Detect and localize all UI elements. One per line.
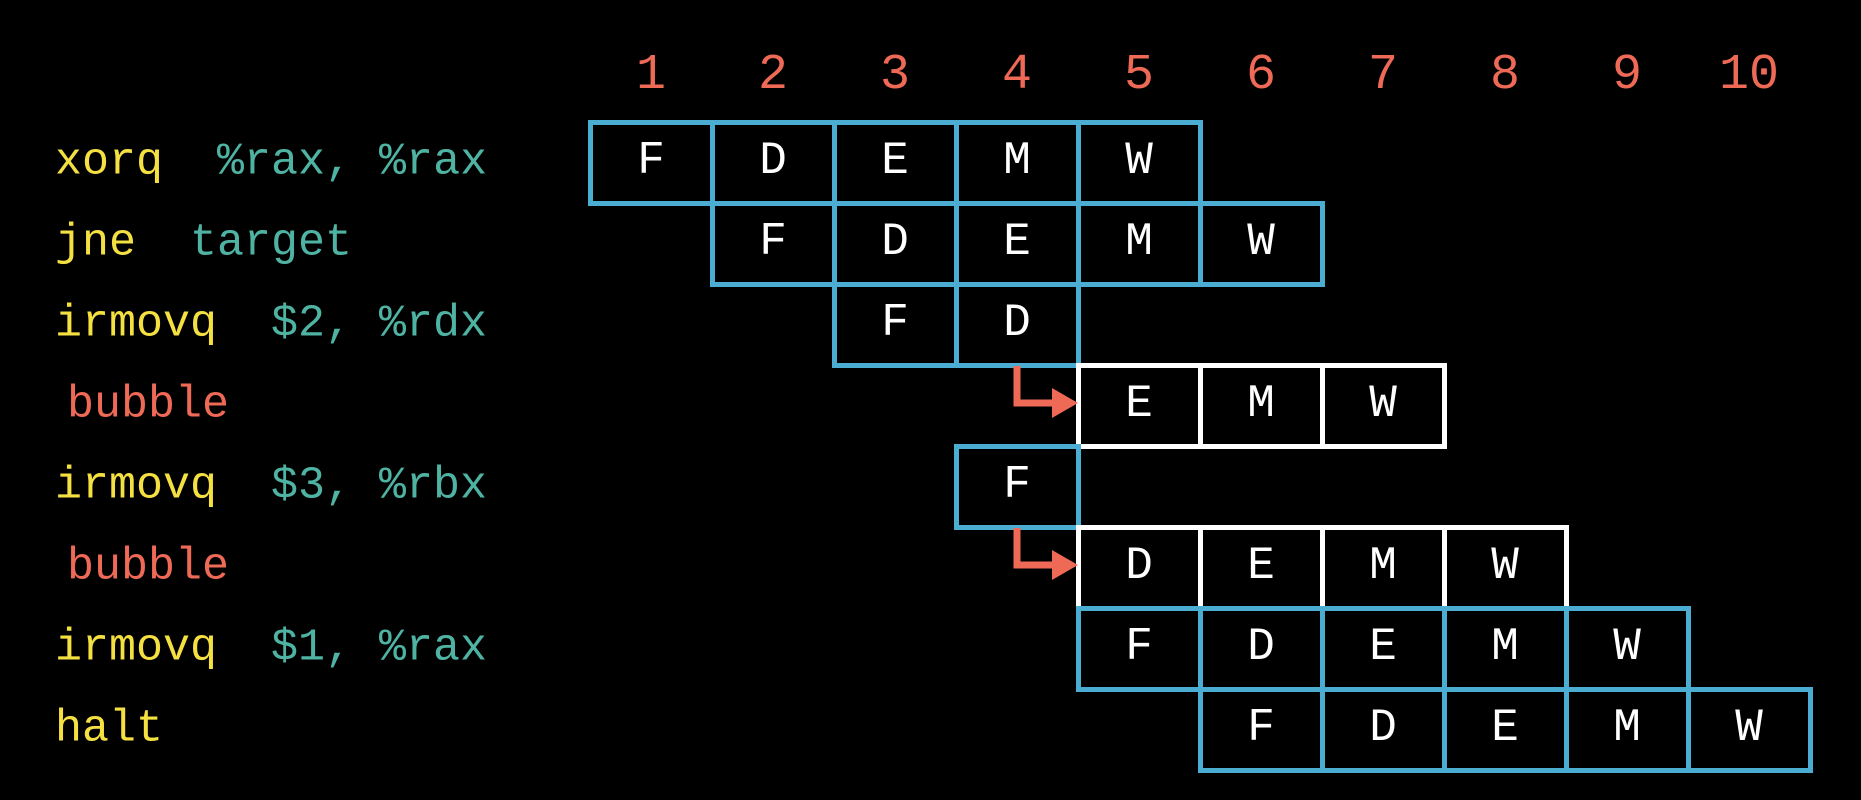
stall-arrow-head-icon bbox=[1052, 550, 1078, 580]
pipeline-stage-cell-M: M bbox=[953, 119, 1081, 206]
pipeline-stage-cell-W: W bbox=[1563, 605, 1691, 692]
operands-text: $3, %rbx bbox=[271, 460, 488, 512]
cycle-number: 10 bbox=[1718, 47, 1780, 104]
instruction-label: irmovq$3, %rbx bbox=[55, 463, 487, 508]
pipeline-stage-cell-D: D bbox=[831, 200, 959, 287]
stage-letter: W bbox=[1491, 539, 1519, 592]
stage-letter: F bbox=[759, 215, 787, 268]
stage-letter: M bbox=[1125, 215, 1153, 268]
pipeline-stage-cell-E: E bbox=[1319, 605, 1447, 692]
pipeline-stage-cell-F: F bbox=[1197, 686, 1325, 773]
stage-letter: W bbox=[1125, 134, 1153, 187]
mnemonic-text: irmovq bbox=[55, 298, 218, 350]
stage-letter: M bbox=[1369, 539, 1397, 592]
bubble-label: bubble bbox=[67, 544, 229, 589]
mnemonic-text: bubble bbox=[67, 541, 230, 593]
stage-letter: W bbox=[1369, 377, 1397, 430]
stage-letter: E bbox=[1125, 377, 1153, 430]
stage-letter: D bbox=[1003, 296, 1031, 349]
pipeline-stage-cell-M: M bbox=[1441, 605, 1569, 692]
pipeline-stage-cell-E: E bbox=[953, 200, 1081, 287]
mnemonic-text: irmovq bbox=[55, 460, 218, 512]
stall-arrow-line bbox=[1013, 366, 1054, 407]
cycle-number: 7 bbox=[1367, 47, 1399, 104]
instruction-label: irmovq$1, %rax bbox=[55, 625, 487, 670]
stage-letter: F bbox=[1003, 458, 1031, 511]
instruction-label: halt bbox=[55, 706, 163, 751]
mnemonic-text: halt bbox=[55, 703, 164, 755]
pipeline-stage-cell-D: D bbox=[1075, 524, 1203, 611]
pipeline-stage-cell-F: F bbox=[953, 443, 1081, 530]
pipeline-stage-cell-W: W bbox=[1441, 524, 1569, 611]
pipeline-stage-cell-E: E bbox=[831, 119, 959, 206]
cycle-number: 2 bbox=[757, 47, 789, 104]
pipeline-stage-cell-D: D bbox=[1197, 605, 1325, 692]
operands-text: $2, %rdx bbox=[271, 298, 488, 350]
operands-text: target bbox=[190, 217, 353, 269]
pipeline-stage-cell-M: M bbox=[1319, 524, 1447, 611]
stall-arrow-line bbox=[1013, 528, 1054, 569]
pipeline-stage-cell-W: W bbox=[1075, 119, 1203, 206]
stage-letter: F bbox=[1247, 701, 1275, 754]
mnemonic-text: irmovq bbox=[55, 622, 218, 674]
stage-letter: E bbox=[1491, 701, 1519, 754]
pipeline-stage-cell-D: D bbox=[709, 119, 837, 206]
stage-letter: W bbox=[1613, 620, 1641, 673]
stage-letter: D bbox=[1125, 539, 1153, 592]
pipeline-stage-cell-E: E bbox=[1197, 524, 1325, 611]
pipeline-stage-cell-F: F bbox=[831, 281, 959, 368]
pipeline-stage-cell-F: F bbox=[1075, 605, 1203, 692]
stage-letter: E bbox=[1003, 215, 1031, 268]
pipeline-stage-cell-W: W bbox=[1319, 362, 1447, 449]
mnemonic-text: jne bbox=[55, 217, 137, 269]
stage-letter: M bbox=[1247, 377, 1275, 430]
stage-letter: E bbox=[881, 134, 909, 187]
cycle-number: 9 bbox=[1611, 47, 1643, 104]
pipeline-stage-cell-W: W bbox=[1197, 200, 1325, 287]
stage-letter: F bbox=[1125, 620, 1153, 673]
stage-letter: D bbox=[1247, 620, 1275, 673]
pipeline-stage-cell-D: D bbox=[1319, 686, 1447, 773]
pipeline-stage-cell-E: E bbox=[1441, 686, 1569, 773]
pipeline-stage-cell-D: D bbox=[953, 281, 1081, 368]
cycle-number: 3 bbox=[879, 47, 911, 104]
pipeline-stage-cell-M: M bbox=[1197, 362, 1325, 449]
stage-letter: D bbox=[881, 215, 909, 268]
bubble-label: bubble bbox=[67, 382, 229, 427]
stage-letter: F bbox=[637, 134, 665, 187]
pipeline-stage-cell-F: F bbox=[709, 200, 837, 287]
stage-letter: W bbox=[1247, 215, 1275, 268]
stage-letter: D bbox=[1369, 701, 1397, 754]
pipeline-stage-cell-M: M bbox=[1075, 200, 1203, 287]
stage-letter: D bbox=[759, 134, 787, 187]
stage-letter: M bbox=[1613, 701, 1641, 754]
cycle-number: 6 bbox=[1245, 47, 1277, 104]
cycle-number: 1 bbox=[635, 47, 667, 104]
instruction-label: xorq%rax, %rax bbox=[55, 139, 487, 184]
mnemonic-text: xorq bbox=[55, 136, 164, 188]
operands-text: $1, %rax bbox=[271, 622, 488, 674]
stage-letter: E bbox=[1247, 539, 1275, 592]
stage-letter: M bbox=[1491, 620, 1519, 673]
stage-letter: W bbox=[1735, 701, 1763, 754]
mnemonic-text: bubble bbox=[67, 379, 230, 431]
stall-arrow-head-icon bbox=[1052, 388, 1078, 418]
pipeline-stage-cell-F: F bbox=[587, 119, 715, 206]
pipeline-stage-cell-E: E bbox=[1075, 362, 1203, 449]
instruction-label: irmovq$2, %rdx bbox=[55, 301, 487, 346]
cycle-number: 4 bbox=[1001, 47, 1033, 104]
cycle-number: 5 bbox=[1123, 47, 1155, 104]
stage-letter: F bbox=[881, 296, 909, 349]
operands-text: %rax, %rax bbox=[217, 136, 488, 188]
cycle-number: 8 bbox=[1489, 47, 1521, 104]
stage-letter: M bbox=[1003, 134, 1031, 187]
pipeline-stage-cell-M: M bbox=[1563, 686, 1691, 773]
pipeline-stage-cell-W: W bbox=[1685, 686, 1813, 773]
stage-letter: E bbox=[1369, 620, 1397, 673]
